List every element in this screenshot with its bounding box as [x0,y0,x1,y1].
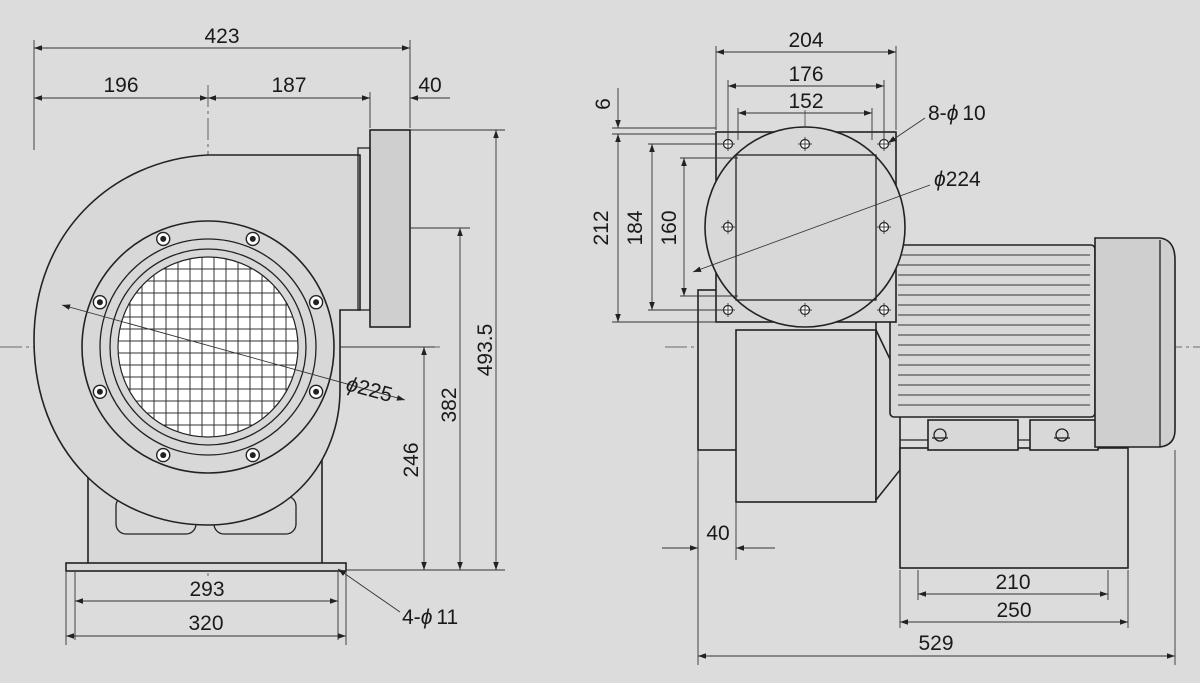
motor-cooling-fins [898,254,1090,406]
inlet-bolt-center [96,299,103,306]
dim-8-10-leader [887,117,926,144]
side-motor-base [899,447,1129,569]
dim-212-label: 212 [590,210,613,245]
motor-mount-bolts [932,428,1070,442]
dim-224-label: ϕ224 [934,168,981,191]
dim-529-label: 529 [918,632,953,655]
side-motor-foot [927,419,1019,451]
front-outlet-flange [369,129,411,328]
inlet-bolt-center [249,235,256,242]
dim-196-label: 196 [103,74,138,97]
dim-6-label: 6 [592,98,615,110]
inlet-bolt-center [160,235,167,242]
dim-293-label: 293 [189,578,224,601]
dim-204-label: 204 [788,29,823,52]
dim-184-label: 184 [624,210,647,245]
dim-176-label: 176 [788,63,823,86]
dim-382-label: 382 [438,387,461,422]
dim-225-leader [61,304,406,401]
side-motor-foot-2 [1029,419,1099,451]
dim-160-label: 160 [658,210,681,245]
side-outlet-circle [704,126,906,328]
front-inlet-opening [117,256,299,438]
dim-187-label: 187 [271,74,306,97]
side-motor-body [889,244,1096,418]
dim-246-label: 246 [400,442,423,477]
inlet-bolt-center [249,452,256,459]
dim-423-label: 423 [204,25,239,48]
diameter-symbol: ϕ [344,373,361,398]
inlet-bolt-center [313,388,320,395]
side-motor-fan-cover [1094,237,1176,448]
dim-210-label: 210 [995,571,1030,594]
dim-225-label: ϕ225 [344,373,395,407]
dim-152-label: 152 [788,90,823,113]
dim-4-11-leader [337,568,401,613]
side-outlet-inner-square [735,154,877,301]
inlet-bolt-center [160,452,167,459]
dim-225-value: 225 [355,376,395,407]
inlet-bolt-center [96,388,103,395]
side-housing-lower [735,329,877,503]
dim-493-label: 493.5 [474,324,497,377]
dim-224-leader [692,184,931,273]
dim-40-side-label: 40 [706,522,729,545]
front-view: 423 196 187 40 493.5 382 246 ϕ225 293 32… [0,25,505,645]
front-base-plate [65,562,347,572]
dim-40-top-label: 40 [418,74,441,97]
inlet-bolt-center [313,299,320,306]
dim-250-label: 250 [996,599,1031,622]
dim-320-label: 320 [188,612,223,635]
